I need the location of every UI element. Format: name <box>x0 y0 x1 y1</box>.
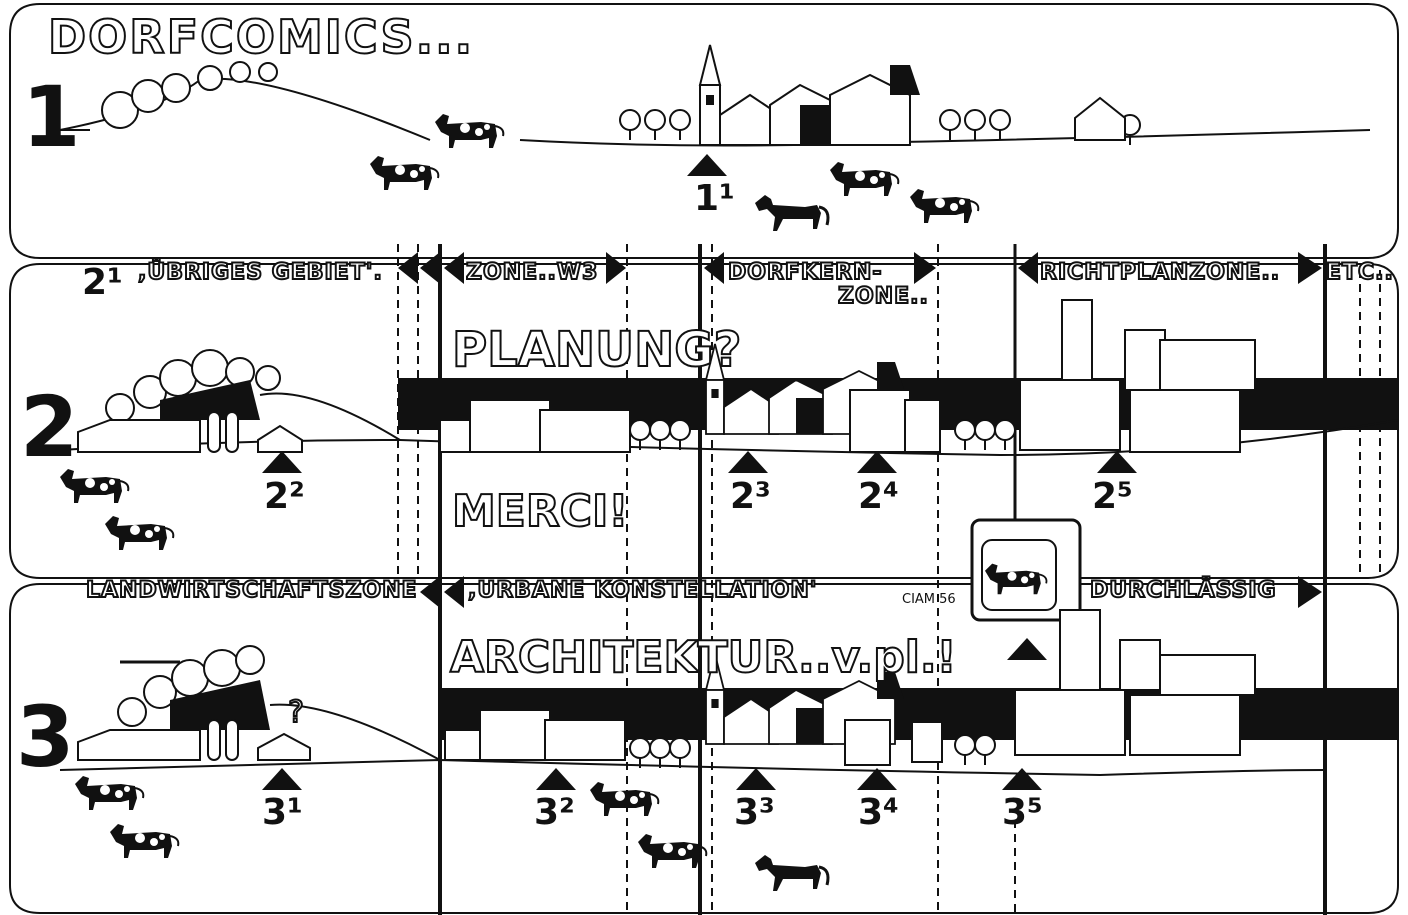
zone-label-urbane-konstellation: ,URBANE KONSTELLATION' <box>468 578 818 603</box>
row-number-3: 3 <box>16 688 74 786</box>
marker-2-1: 2¹ <box>82 262 123 303</box>
zone-label-landwirtschaftszone: LANDWIRTSCHAFTSZONE <box>86 578 418 603</box>
row-number-2: 2 <box>20 378 78 476</box>
zone-label-etc: ETC.. <box>1326 260 1394 285</box>
slogan-planung: PLANUNG? <box>452 322 741 378</box>
marker-3-1: 3¹ <box>262 792 303 833</box>
zone-label-durchlaessig: DURCHLÄSSIG <box>1090 578 1277 603</box>
marker-2-5: 2⁵ <box>1092 476 1133 517</box>
marker-3-5: 3⁵ <box>1002 792 1043 833</box>
zone-label-dorfkern-line1: DORFKERN- <box>728 260 883 285</box>
marker-3-3: 3³ <box>734 792 775 833</box>
label-ciam-56: CIAM 56 <box>902 592 956 607</box>
marker-1-1: 1¹ <box>694 178 735 219</box>
diagram-title: DORFCOMICS... <box>48 10 474 64</box>
zone-label-dorfkern-line2: ZONE.. <box>838 284 929 309</box>
marker-3-2: 3² <box>534 792 575 833</box>
marker-2-2: 2² <box>264 476 305 517</box>
marker-3-4: 3⁴ <box>858 792 899 833</box>
svg-text:?: ? <box>288 695 304 730</box>
zone-label-zone-w3: ZONE..W3 <box>466 260 598 285</box>
zone-label-uebriges-gebiet: ,ÜBRIGES GEBIET'. <box>138 260 383 285</box>
marker-2-3: 2³ <box>730 476 771 517</box>
row-number-1: 1 <box>22 68 80 166</box>
slogan-architektur: ARCHITEKTUR..v.pl.! <box>450 632 957 683</box>
zone-label-richtplanzone: RICHTPLANZONE.. <box>1040 260 1280 285</box>
marker-2-4: 2⁴ <box>858 476 899 517</box>
slogan-merci: MERCI! <box>452 486 628 537</box>
